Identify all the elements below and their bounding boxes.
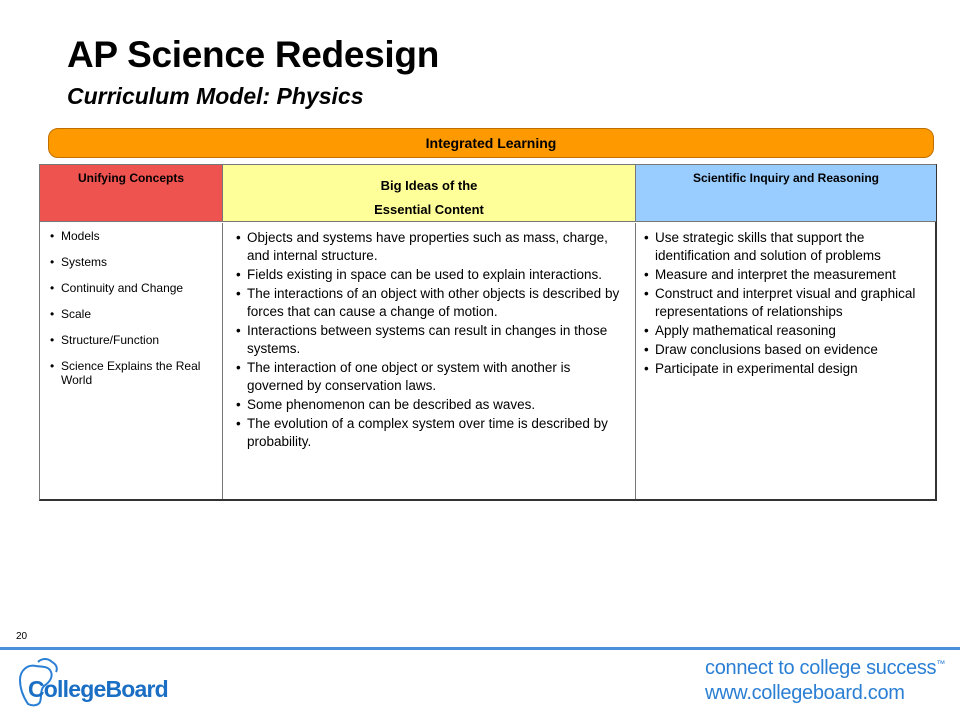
list-item: Models [50, 229, 218, 243]
list-item: Fields existing in space can be used to … [236, 266, 627, 284]
list-item: Some phenomenon can be described as wave… [236, 396, 627, 414]
trademark-symbol: ™ [936, 658, 945, 669]
list-item: Construct and interpret visual and graph… [644, 285, 930, 321]
unifying-concepts-list: Models Systems Continuity and Change Sca… [40, 223, 222, 387]
slide-title: AP Science Redesign [67, 34, 439, 75]
list-item: Structure/Function [50, 333, 218, 347]
big-ideas-header-line2: Essential Content [374, 202, 484, 217]
tagline-connect: connect to college success™ [705, 657, 945, 680]
tagline-connect-text: connect to college success [705, 657, 937, 679]
list-item: Use strategic skills that support the id… [644, 229, 930, 265]
list-item: Measure and interpret the measurement [644, 266, 930, 284]
collegeboard-logo-text: CollegeBoard [28, 676, 169, 702]
unifying-concepts-column: Models Systems Continuity and Change Sca… [40, 223, 223, 499]
integrated-learning-banner: Integrated Learning [48, 128, 934, 158]
list-item: Science Explains the Real World [50, 359, 218, 387]
big-ideas-header-line1: Big Ideas of the [380, 178, 478, 193]
big-ideas-column: Objects and systems have properties such… [223, 223, 636, 499]
list-item: Participate in experimental design [644, 360, 930, 378]
curriculum-table: Unifying Concepts Big Ideas of the Essen… [39, 164, 937, 501]
footer-divider [0, 647, 960, 650]
big-ideas-list: Objects and systems have properties such… [223, 223, 635, 451]
list-item: The interaction of one object or system … [236, 359, 627, 395]
big-ideas-header: Big Ideas of the Essential Content [223, 165, 636, 222]
scientific-inquiry-column: Use strategic skills that support the id… [636, 223, 936, 499]
slide-subtitle: Curriculum Model: Physics [67, 83, 364, 109]
tagline-url: www.collegeboard.com [705, 682, 905, 704]
unifying-concepts-header: Unifying Concepts [40, 165, 223, 222]
list-item: Draw conclusions based on evidence [644, 341, 930, 359]
slide-number: 20 [16, 631, 28, 642]
list-item: Apply mathematical reasoning [644, 322, 930, 340]
list-item: Continuity and Change [50, 281, 218, 295]
list-item: Interactions between systems can result … [236, 322, 627, 358]
scientific-inquiry-list: Use strategic skills that support the id… [636, 223, 936, 378]
list-item: Systems [50, 255, 218, 269]
list-item: Scale [50, 307, 218, 321]
list-item: The evolution of a complex system over t… [236, 415, 627, 451]
scientific-inquiry-header: Scientific Inquiry and Reasoning [636, 165, 936, 222]
list-item: The interactions of an object with other… [236, 285, 627, 321]
list-item: Objects and systems have properties such… [236, 229, 627, 265]
collegeboard-acorn-icon [18, 658, 58, 707]
